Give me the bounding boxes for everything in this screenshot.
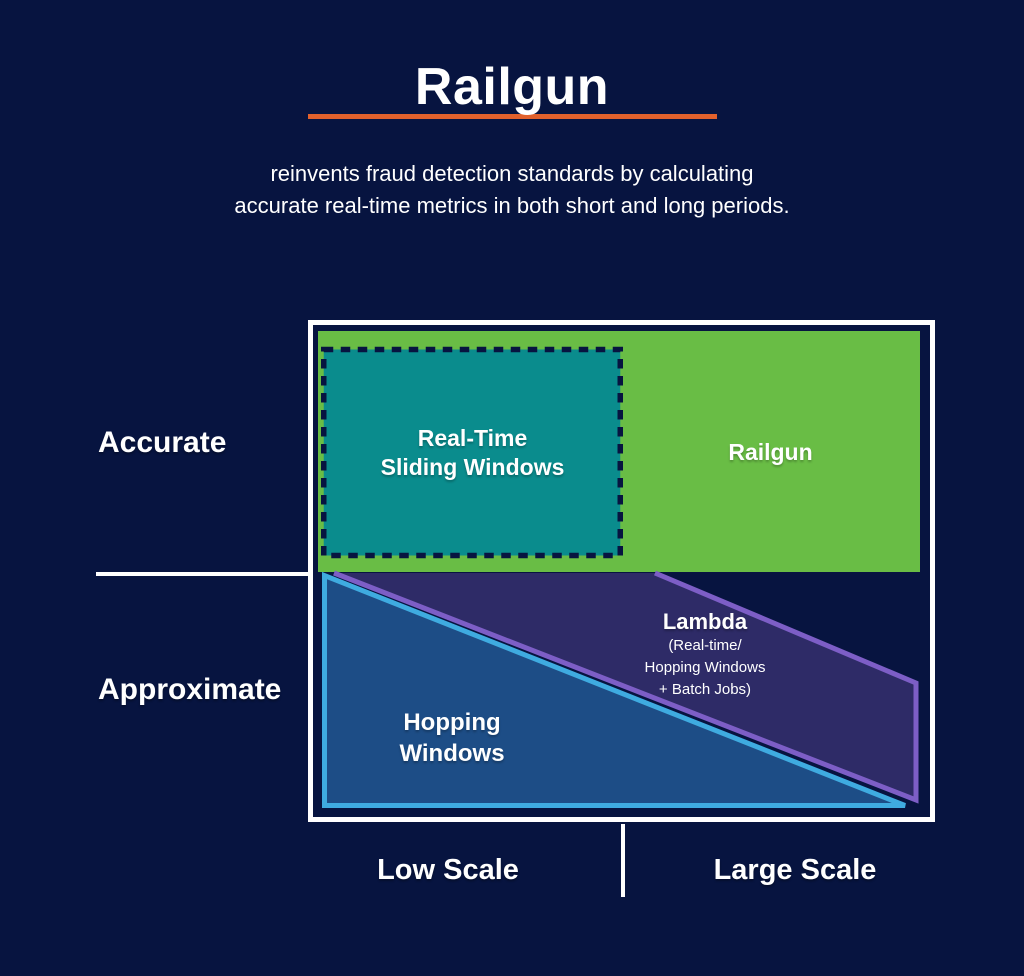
lambda-label: Lambda (Real-time/ Hopping Windows + Bat… [605,608,805,701]
sliding-windows-region [321,346,623,559]
lambda-region-outline [333,570,919,804]
railgun-region-label: Railgun [621,352,920,553]
title-underline [308,114,717,119]
lambda-label-sub2: Hopping Windows [644,659,766,676]
lambda-label-title: Lambda [662,609,748,634]
subtitle-line-2: accurate real-time metrics in both short… [234,193,790,218]
y-axis-label-accurate: Accurate [98,426,227,459]
y-axis-label-approximate: Approximate [98,673,282,706]
x-axis-label-large-scale: Large Scale [713,854,877,886]
lambda-label-sub1: (Real-time/ [668,637,742,654]
sliding-windows-label-line1: Real-Time [417,424,528,451]
sliding-windows-label-line2: Sliding Windows [380,453,565,480]
hopping-windows-label: Hopping Windows [352,707,552,769]
hopping-windows-region [322,571,906,808]
railgun-region-label-text: Railgun [728,439,813,465]
lambda-label-sub3: + Batch Jobs) [658,681,752,698]
hopping-windows-label-line1: Hopping [403,709,501,736]
x-axis-label-low-scale: Low Scale [377,854,519,886]
subtitle: reinvents fraud detection standards by c… [0,158,1024,222]
subtitle-line-1: reinvents fraud detection standards by c… [270,161,754,186]
sliding-windows-label: Real-Time Sliding Windows [327,352,618,553]
diagram-frame [308,320,935,822]
hopping-windows-label-line2: Windows [399,740,505,767]
page-title: Railgun [414,58,610,116]
